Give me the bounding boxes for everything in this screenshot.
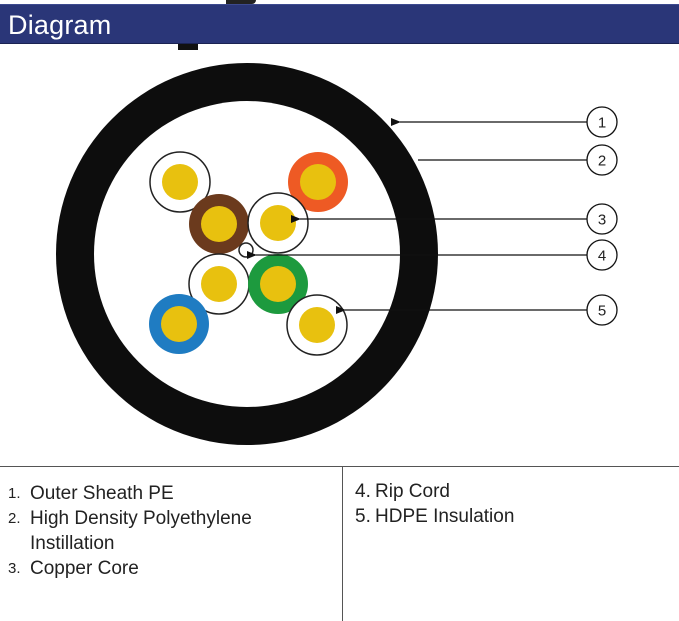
callout-3: 3 <box>586 203 618 235</box>
legend-item-number: 3. <box>8 560 21 577</box>
callout-2: 2 <box>586 144 618 176</box>
legend-item-label: Rip Cord <box>375 481 450 502</box>
svg-text:1: 1 <box>598 115 606 132</box>
conductor-brown <box>189 194 249 254</box>
legend-item-label: Copper Core <box>30 558 139 579</box>
conductor-white-bottom-right <box>286 294 348 356</box>
legend-item-number: 2. <box>8 510 21 527</box>
rip-cord <box>238 242 254 258</box>
header-bar: Diagram <box>0 4 679 44</box>
conductor-blue <box>149 294 209 354</box>
svg-text:4: 4 <box>598 248 606 265</box>
legend-divider <box>342 467 343 621</box>
legend-item-number: 1. <box>8 485 21 502</box>
callout-5: 5 <box>586 294 618 326</box>
legend-item-2: 2. High Density Polyethylene Instillatio… <box>8 506 328 556</box>
legend-column-right: 4. Rip Cord 5. HDPE Insulation <box>355 479 665 529</box>
conductor-white-top-left <box>149 151 211 213</box>
conductor-white-center-left <box>188 253 250 315</box>
callout-1: 1 <box>586 106 618 138</box>
decorative-swoosh <box>226 0 256 4</box>
legend-item-1: 1. Outer Sheath PE <box>8 481 328 506</box>
legend-item-label: High Density Polyethylene Instillation <box>30 508 252 554</box>
conductor-green <box>248 254 308 314</box>
conductor-orange <box>288 152 348 212</box>
legend-item-4: 4. Rip Cord <box>355 479 665 504</box>
legend-item-number: 4. <box>355 481 371 502</box>
legend-item-label: Outer Sheath PE <box>30 483 174 504</box>
legend-item-3: 3. Copper Core <box>8 556 328 581</box>
svg-text:2: 2 <box>598 153 606 170</box>
page-title: Diagram <box>8 10 112 40</box>
callout-4: 4 <box>586 239 618 271</box>
conductor-white-center-right <box>247 192 309 254</box>
legend-column-left: 1. Outer Sheath PE 2. High Density Polye… <box>8 481 328 581</box>
legend-item-5: 5. HDPE Insulation <box>355 504 665 529</box>
legend-item-label: HDPE Insulation <box>375 506 515 527</box>
svg-text:3: 3 <box>598 212 606 229</box>
legend-item-number: 5. <box>355 506 371 527</box>
svg-text:5: 5 <box>598 303 606 320</box>
cable-cross-section-diagram: 1 2 3 4 5 <box>56 63 618 445</box>
decorative-mark <box>178 44 198 50</box>
legend-table: 1. Outer Sheath PE 2. High Density Polye… <box>0 466 679 621</box>
